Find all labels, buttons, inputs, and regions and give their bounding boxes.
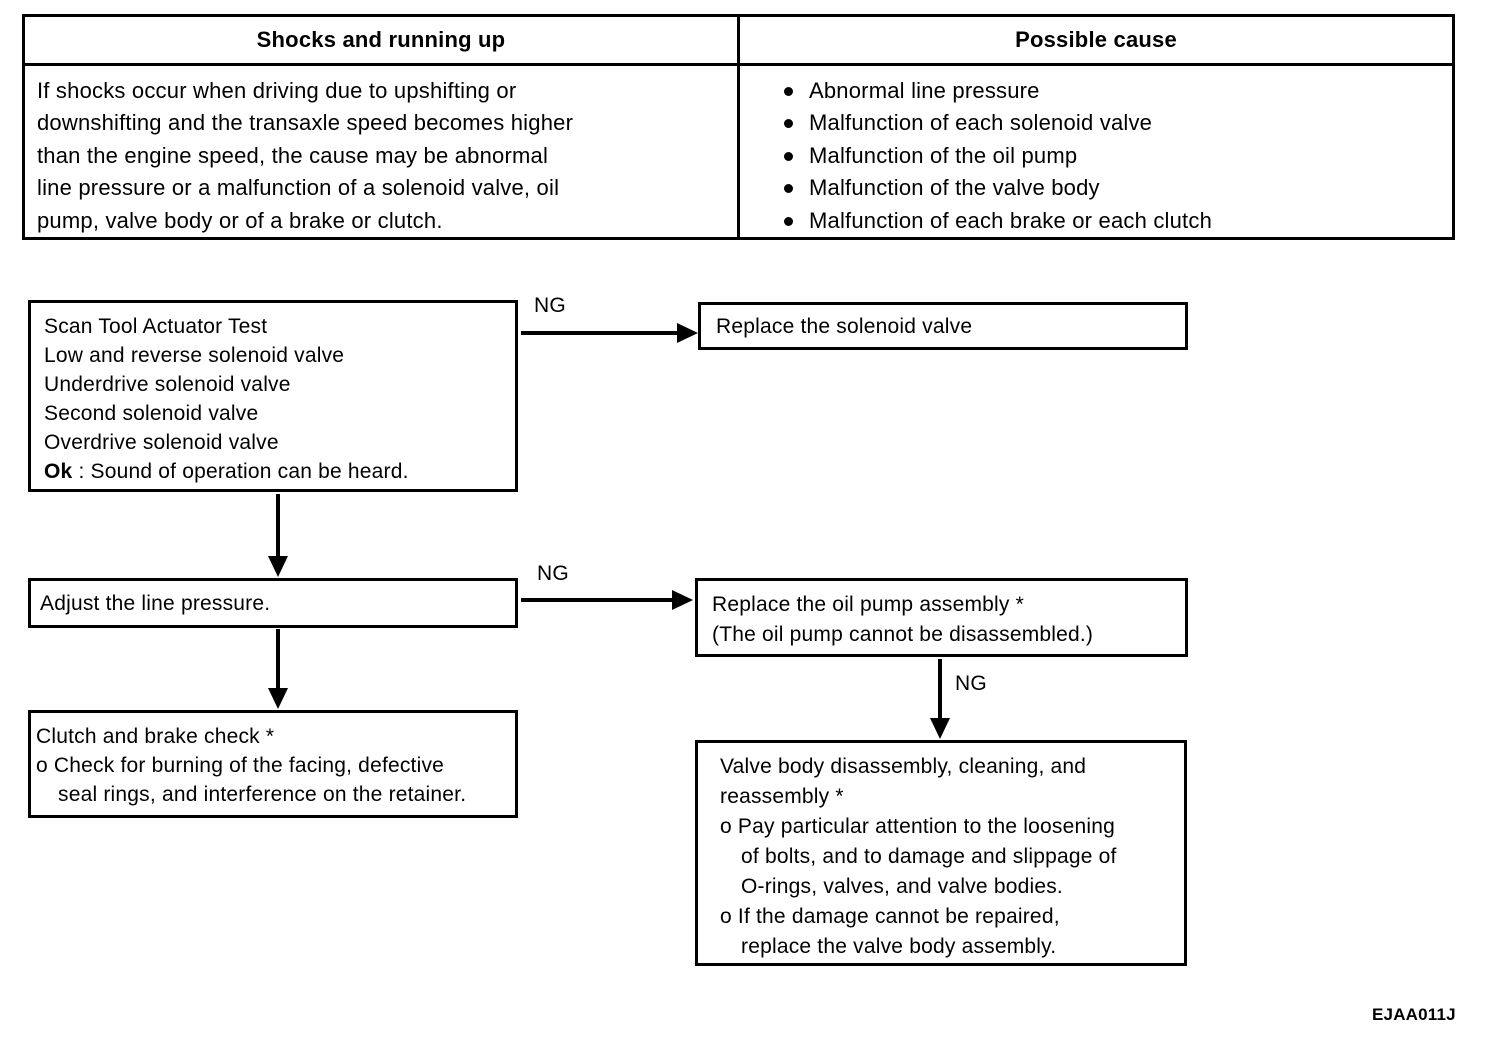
- arrow-scan-to-adjust: [276, 494, 280, 558]
- symptom-cause-table: Shocks and running up Possible cause If …: [22, 14, 1455, 240]
- scan-tool-line: Low and reverse solenoid valve: [44, 344, 345, 367]
- adjust-line-pressure-box: Adjust the line pressure.: [28, 578, 518, 628]
- clutch-brake-line: Clutch and brake check *: [36, 725, 275, 748]
- ng-label-adjust: NG: [537, 562, 569, 585]
- oil-pump-line: Replace the oil pump assembly *: [712, 593, 1025, 616]
- cause-item: Malfunction of each brake or each clutch: [784, 205, 1452, 238]
- arrow-adjust-to-clutch: [276, 629, 280, 690]
- symptom-line: line pressure or a malfunction of a sole…: [37, 175, 560, 200]
- replace-solenoid-valve-box: Replace the solenoid valve: [698, 302, 1188, 350]
- bullet-icon: [784, 86, 793, 96]
- scan-tool-ok-line: Ok : Sound of operation can be heard.: [44, 457, 515, 486]
- valve-body-line: o If the damage cannot be repaired,: [720, 905, 1060, 928]
- cause-item: Malfunction of each solenoid valve: [784, 107, 1452, 140]
- table-header-row: Shocks and running up Possible cause: [25, 17, 1452, 66]
- replace-oil-pump-box: Replace the oil pump assembly * (The oil…: [695, 578, 1188, 657]
- arrowhead-down-icon: [930, 718, 950, 739]
- valve-body-line: Valve body disassembly, cleaning, and: [720, 755, 1087, 778]
- cause-text: Malfunction of the oil pump: [809, 142, 1078, 168]
- bullet-icon: [784, 184, 793, 193]
- symptom-line: than the engine speed, the cause may be …: [37, 142, 549, 168]
- replace-solenoid-text: Replace the solenoid valve: [716, 314, 973, 338]
- table-header-cause: Possible cause: [1015, 26, 1177, 52]
- table-body-row: If shocks occur when driving due to upsh…: [25, 65, 1452, 238]
- arrow-oil-pump-to-valve-body: [938, 659, 942, 720]
- symptom-text-cell: If shocks occur when driving due to upsh…: [25, 65, 740, 237]
- symptom-line: If shocks occur when driving due to upsh…: [37, 77, 517, 103]
- ng-label-oil-pump: NG: [955, 672, 987, 695]
- bullet-icon: [784, 151, 793, 161]
- arrowhead-down-icon: [268, 688, 288, 709]
- adjust-pressure-text: Adjust the line pressure.: [40, 591, 271, 615]
- cause-text: Abnormal line pressure: [809, 77, 1040, 103]
- cause-text: Malfunction of each brake or each clutch: [809, 207, 1213, 233]
- valve-body-line: of bolts, and to damage and slippage of: [741, 845, 1117, 868]
- cause-item: Abnormal line pressure: [784, 75, 1452, 108]
- cause-list-cell: Abnormal line pressure Malfunction of ea…: [740, 66, 1452, 238]
- scan-tool-line: Underdrive solenoid valve: [44, 373, 291, 396]
- symptom-line: pump, valve body or of a brake or clutch…: [37, 207, 443, 233]
- scan-tool-line: Scan Tool Actuator Test: [44, 315, 268, 338]
- bullet-icon: [784, 216, 793, 226]
- scan-tool-line: Second solenoid valve: [44, 402, 259, 425]
- arrowhead-right-icon: [677, 323, 698, 343]
- clutch-brake-line: seal rings, and interference on the reta…: [58, 783, 467, 806]
- ng-label-scan: NG: [534, 294, 566, 317]
- ok-label: Ok: [44, 460, 73, 483]
- valve-body-line: replace the valve body assembly.: [741, 935, 1057, 958]
- cause-item: Malfunction of the valve body: [784, 172, 1452, 205]
- cause-item: Malfunction of the oil pump: [784, 140, 1452, 173]
- valve-body-line: o Pay particular attention to the loosen…: [720, 815, 1116, 838]
- arrow-adjust-to-oil-pump: [521, 598, 674, 602]
- symptom-line: downshifting and the transaxle speed bec…: [37, 110, 574, 135]
- table-header-symptom: Shocks and running up: [25, 17, 740, 63]
- valve-body-line: reassembly *: [720, 785, 844, 808]
- arrowhead-right-icon: [672, 590, 693, 610]
- valve-body-line: O-rings, valves, and valve bodies.: [741, 875, 1063, 898]
- figure-code: EJAA011J: [1372, 1005, 1456, 1024]
- scan-tool-line: Overdrive solenoid valve: [44, 431, 279, 454]
- cause-text: Malfunction of the valve body: [809, 175, 1100, 200]
- oil-pump-line: (The oil pump cannot be disassembled.): [712, 623, 1094, 646]
- valve-body-box: Valve body disassembly, cleaning, and re…: [695, 740, 1187, 966]
- cause-text: Malfunction of each solenoid valve: [809, 110, 1153, 135]
- arrowhead-down-icon: [268, 556, 288, 577]
- clutch-brake-check-box: Clutch and brake check * o Check for bur…: [28, 710, 518, 818]
- arrow-scan-to-replace-solenoid: [521, 331, 679, 335]
- ok-text: : Sound of operation can be heard.: [72, 460, 409, 483]
- scan-tool-actuator-test-box: Scan Tool Actuator Test Low and reverse …: [28, 300, 518, 492]
- bullet-icon: [784, 119, 793, 128]
- clutch-brake-line: o Check for burning of the facing, defec…: [36, 754, 445, 777]
